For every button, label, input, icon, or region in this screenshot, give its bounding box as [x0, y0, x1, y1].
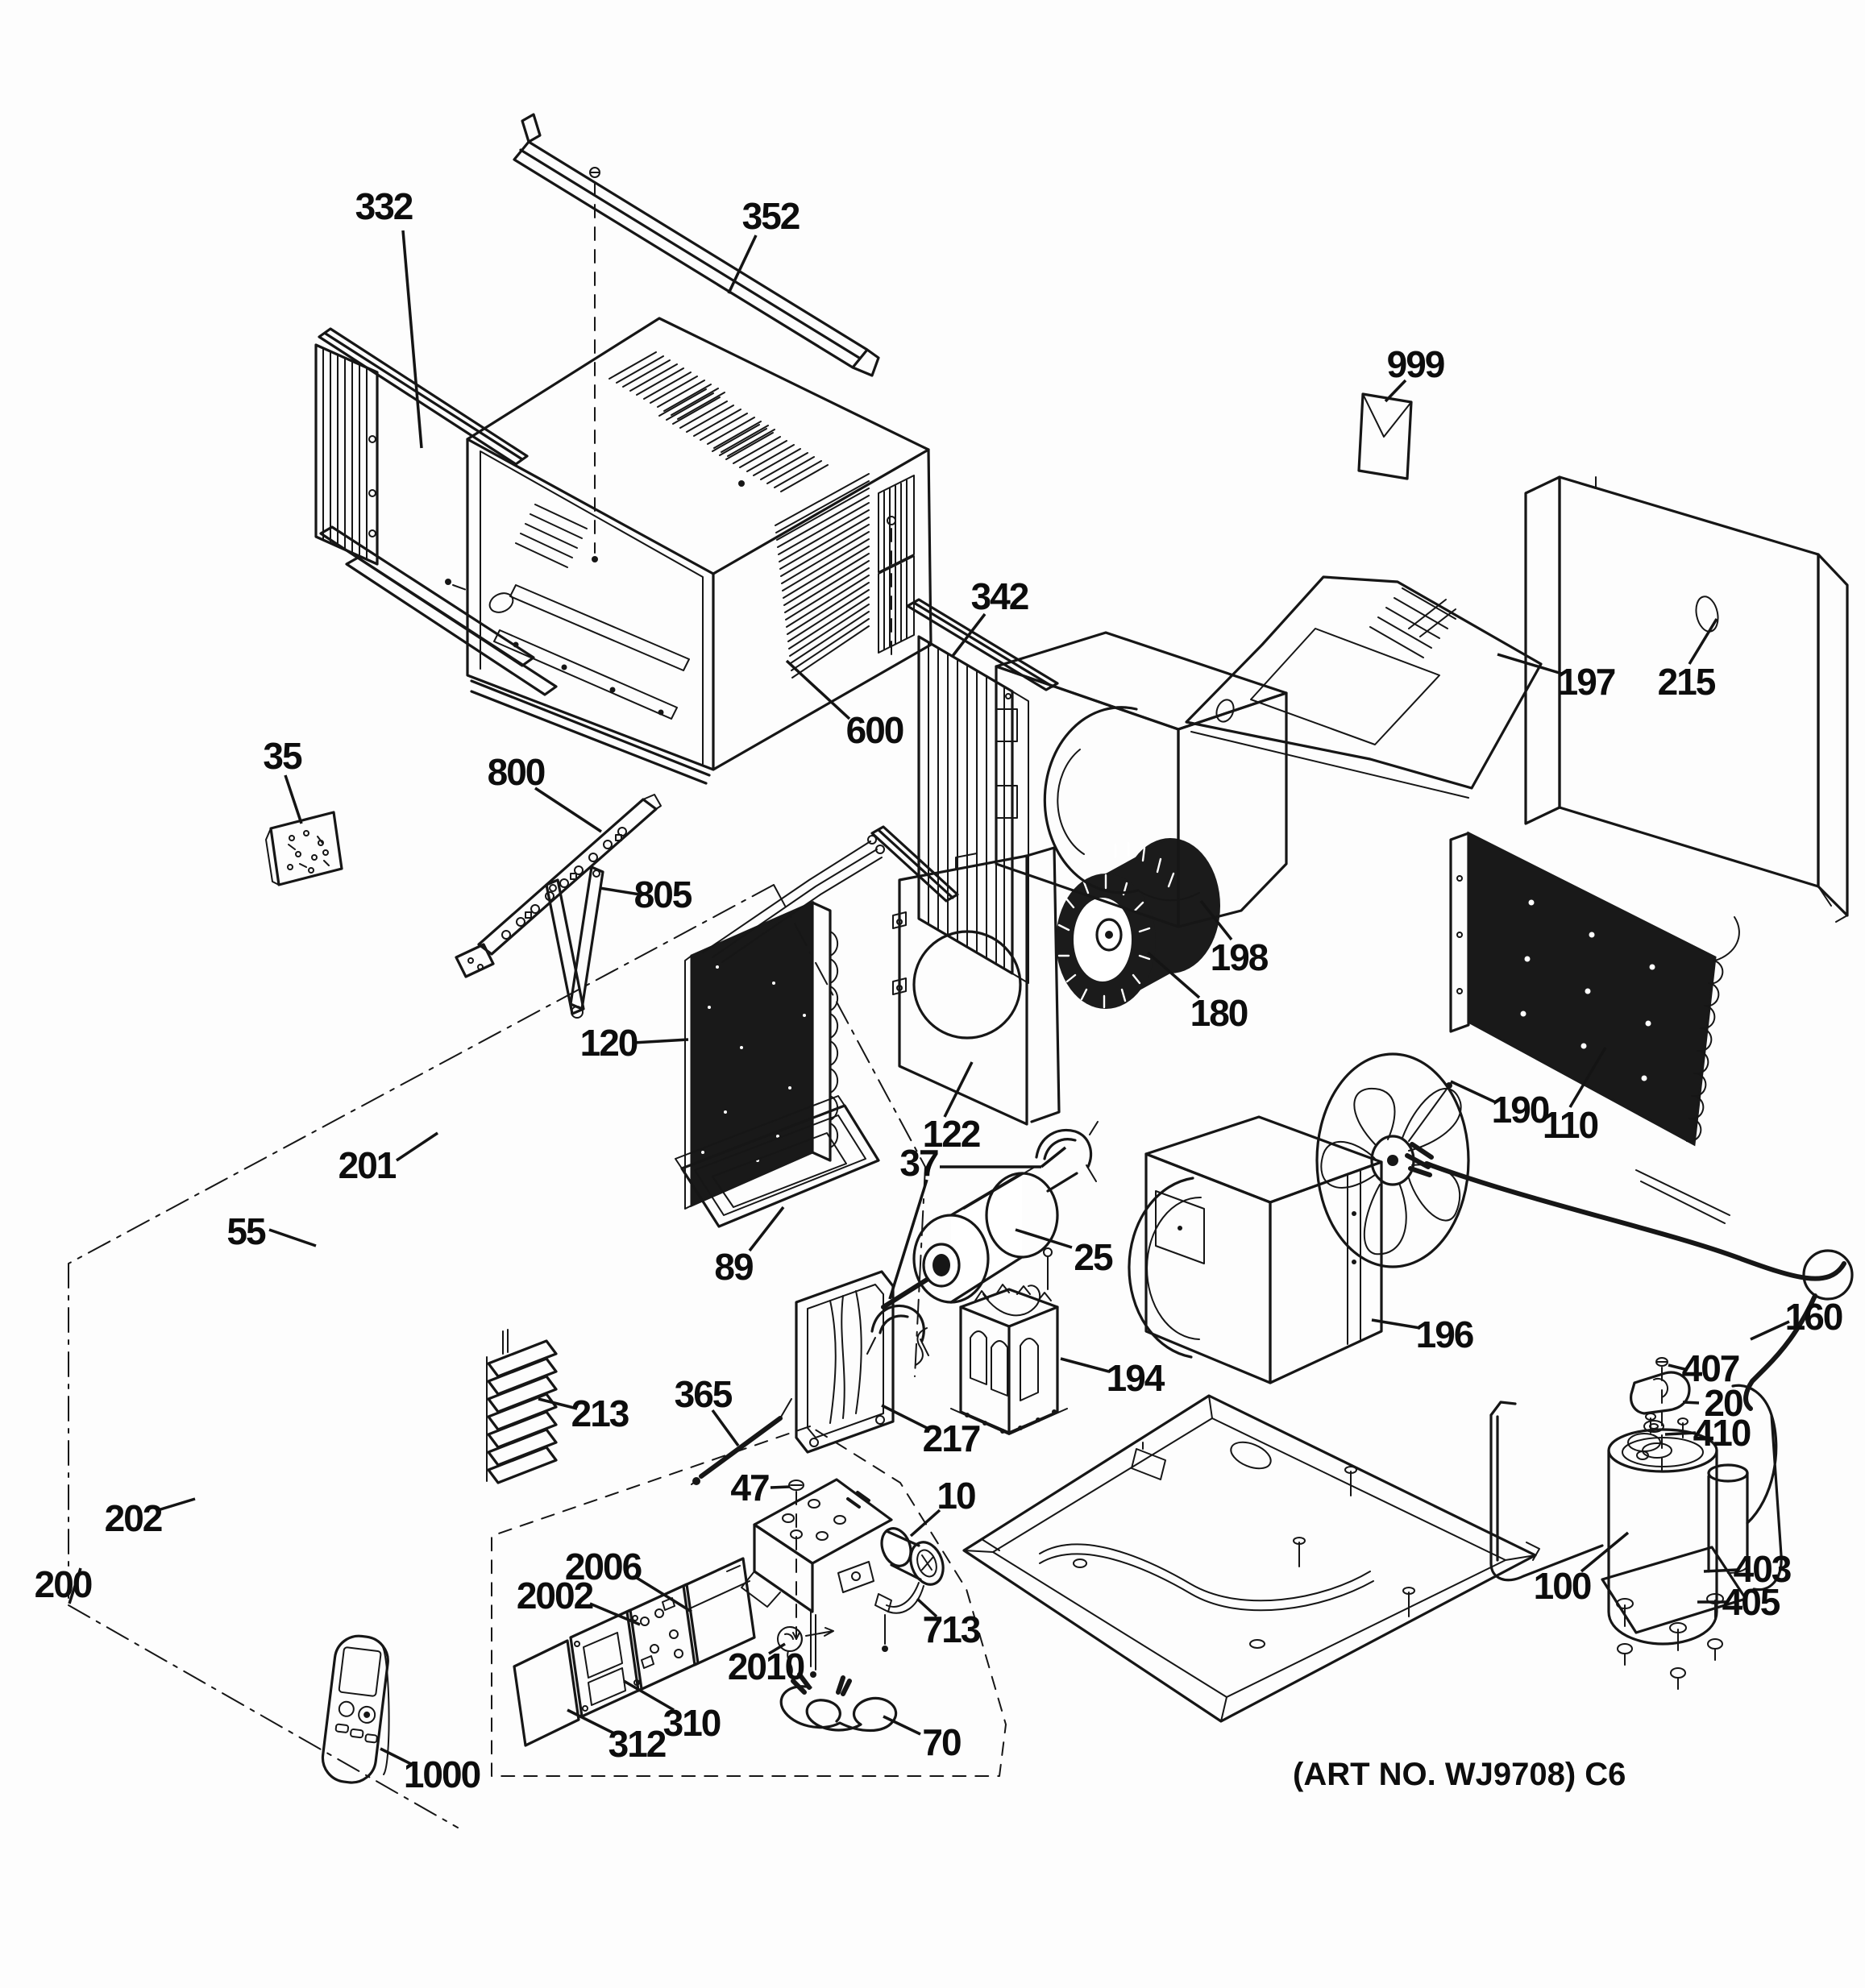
part-160-refrigerant-tube — [1405, 1142, 1854, 1411]
leader-713 — [916, 1597, 938, 1618]
leader-180 — [1146, 951, 1201, 999]
part-999-literature-envelope — [1357, 392, 1413, 480]
leader-2002 — [589, 1602, 641, 1626]
leader-217 — [881, 1404, 928, 1430]
leader-352 — [727, 234, 758, 294]
part-194-motor-mount — [915, 1247, 1068, 1435]
leader-47 — [770, 1485, 791, 1489]
leader-200 — [68, 1567, 82, 1604]
part-600-cabinet — [445, 317, 932, 785]
leader-407 — [1668, 1363, 1688, 1372]
leader-122 — [943, 1061, 974, 1118]
part-365-sensor-strip — [691, 1398, 792, 1485]
part-713-capacitor — [874, 1527, 945, 1652]
art-number: (ART NO. WJ9708) C6 — [1293, 1757, 1626, 1792]
part-37-motor-clamps — [866, 1121, 1099, 1356]
part-196-fan-shroud — [1128, 1115, 1383, 1480]
remote-side-edge — [381, 1645, 390, 1775]
part-2010-thermostat — [777, 1626, 834, 1675]
part-213-vent-louver — [486, 1329, 558, 1484]
leader-120 — [633, 1038, 689, 1044]
leader-365 — [711, 1409, 740, 1447]
leader-196 — [1371, 1318, 1421, 1330]
leader-215 — [1688, 618, 1718, 665]
leader-805 — [599, 886, 641, 896]
part-180-blower-wheel — [1056, 838, 1220, 1009]
leader-403 — [1703, 1568, 1738, 1573]
part-35-hardware-kit — [265, 811, 343, 886]
leader-201 — [396, 1131, 438, 1162]
part-89-drain-pan — [675, 1095, 880, 1228]
leader-100 — [1580, 1531, 1630, 1573]
leader-37 — [888, 1179, 928, 1300]
leader-lines — [68, 230, 1790, 1766]
leader-55 — [268, 1228, 317, 1247]
leader-600 — [785, 659, 851, 720]
leader-198 — [1199, 899, 1233, 941]
leader-310 — [623, 1679, 675, 1712]
leader-194 — [1060, 1357, 1110, 1373]
leader-332 — [401, 230, 423, 449]
leader-410 — [1664, 1431, 1697, 1436]
leader-190 — [1450, 1080, 1497, 1104]
part-215-rear-panel — [1524, 475, 1849, 923]
part-10-control-chassis — [741, 1478, 893, 1678]
leader-110 — [1568, 1047, 1607, 1108]
leader-10 — [909, 1509, 941, 1538]
part-70-power-cord — [779, 1672, 898, 1732]
leader-2006 — [636, 1576, 692, 1613]
leader-89 — [748, 1206, 785, 1252]
leader-35 — [284, 774, 303, 824]
part-110-condenser-coil — [1449, 831, 1740, 1224]
leader-312 — [567, 1708, 617, 1736]
part-217-vent-door — [795, 1270, 895, 1454]
part-198-scroll-housing — [995, 631, 1288, 928]
part-352-top-rail — [513, 113, 880, 562]
part-122-air-partition — [892, 846, 1061, 1126]
leader-37 — [1040, 1146, 1067, 1168]
part-2002-circuit-board — [625, 1583, 700, 1692]
part-47-control-screw — [788, 1480, 804, 1640]
part-120-evaporator-coil — [684, 835, 885, 1210]
leader-2010 — [768, 1642, 786, 1655]
part-25-fan-motor — [881, 1166, 1078, 1317]
part-1000-remote-control — [321, 1634, 389, 1784]
assembly-boundaries — [68, 884, 1007, 1828]
part-310-control-bracket — [569, 1608, 643, 1718]
leader-70 — [883, 1715, 921, 1736]
part-100-compressor — [1489, 1384, 1783, 1690]
leader-202 — [157, 1497, 196, 1512]
leader-160 — [1750, 1320, 1790, 1341]
leader-20 — [1682, 1401, 1700, 1405]
part-2006-backing-plate — [682, 1557, 756, 1666]
leader-197 — [1497, 653, 1563, 675]
leader-25 — [1015, 1228, 1073, 1249]
part-20-terminal-cover — [1630, 1357, 1691, 1480]
part-312-display-panel — [513, 1639, 580, 1747]
part-197-top-deflector — [1185, 575, 1543, 799]
leader-800 — [534, 786, 602, 833]
leader-1000 — [380, 1747, 413, 1766]
leader-213 — [538, 1397, 578, 1410]
part-190-condenser-fan — [1315, 1052, 1470, 1268]
leader-342 — [951, 612, 986, 658]
base-pan — [962, 1394, 1540, 1723]
leader-999 — [1384, 379, 1407, 403]
part-332-window-curtain-left — [314, 327, 558, 696]
part-805-support-legs — [545, 865, 604, 1019]
